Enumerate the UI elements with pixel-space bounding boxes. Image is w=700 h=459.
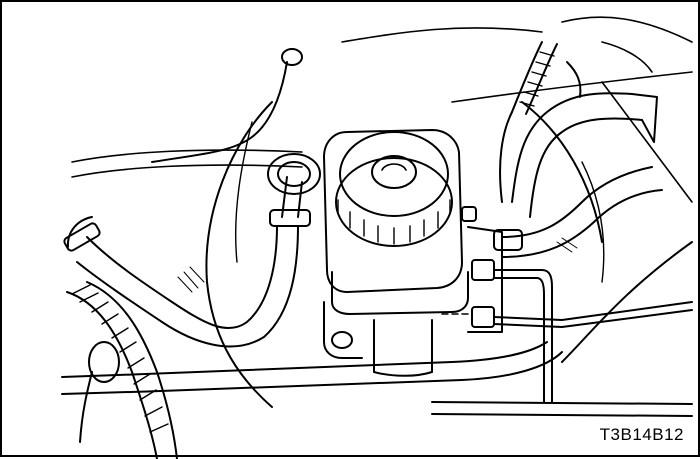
fitting-lower bbox=[471, 306, 495, 328]
reservoir-cap bbox=[339, 131, 449, 217]
brake-fluid-reservoir bbox=[323, 129, 469, 315]
hose-clamp-lower bbox=[63, 222, 101, 252]
brake-lines bbox=[61, 241, 693, 417]
figure-code: T3B14B12 bbox=[599, 425, 684, 444]
vacuum-grommet bbox=[267, 153, 321, 195]
reservoir-bolt bbox=[461, 206, 477, 222]
sensor-wire bbox=[151, 48, 303, 163]
heater-hoses bbox=[493, 92, 663, 258]
mounting-nut bbox=[331, 331, 353, 349]
vacuum-hose bbox=[63, 176, 311, 348]
cap-bolt bbox=[79, 341, 120, 443]
engine-bay-outline bbox=[71, 16, 693, 203]
upper-wire-loom bbox=[499, 41, 582, 203]
wire-loom bbox=[66, 281, 178, 459]
fitting-upper bbox=[471, 259, 495, 281]
master-cylinder bbox=[323, 206, 503, 377]
brake-line-fittings bbox=[441, 259, 693, 403]
hose-clamp-upper bbox=[269, 209, 311, 227]
hose-clamp-right bbox=[493, 229, 523, 251]
